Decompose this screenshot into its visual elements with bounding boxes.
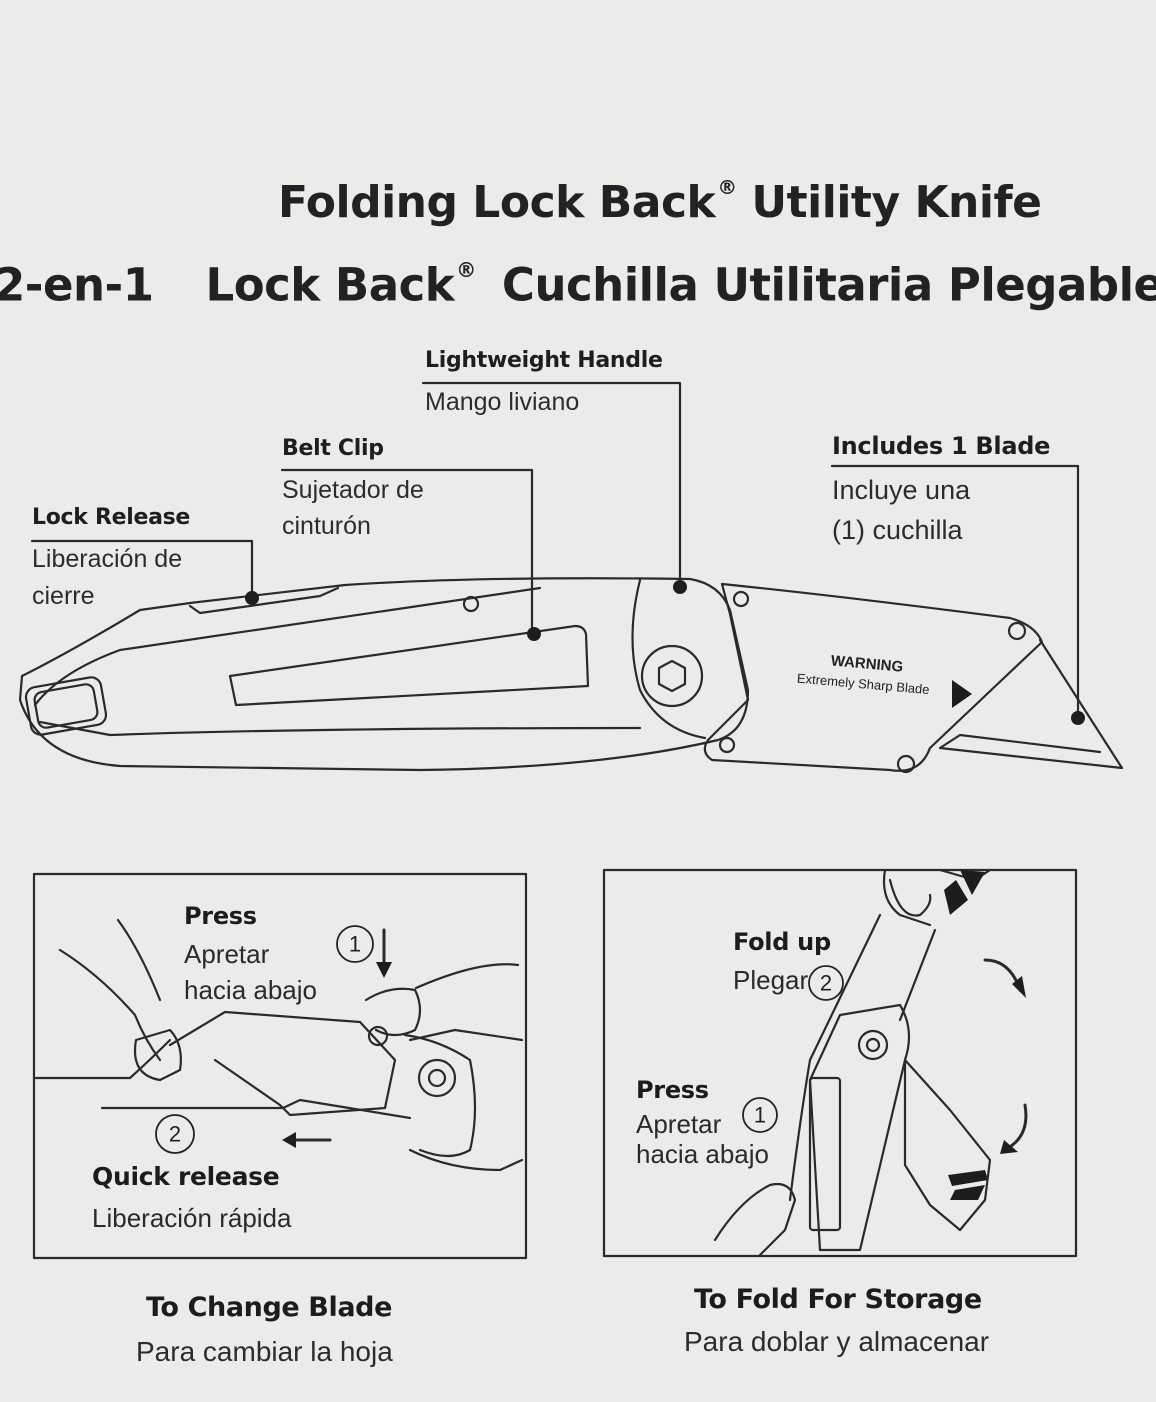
includes-blade-label: Includes 1 Blade [832,432,1050,460]
fold-up-label: Fold up [733,928,831,956]
lightweight-handle-label-es: Mango liviano [425,384,579,420]
quick-release-label: Quick release [92,1162,279,1191]
fold-press-label-es-line2: hacia abajo [636,1136,769,1172]
change-blade-caption: To Change Blade [146,1292,392,1323]
fold-press-label: Press [636,1076,709,1104]
change-blade-caption-es: Para cambiar la hoja [136,1336,393,1368]
belt-clip-label-es-line1: Sujetador de [282,472,424,508]
change-step-1-number: 1 [349,932,361,957]
lightweight-handle-label: Lightweight Handle [425,348,663,373]
includes-blade-label-es-line1: Incluye una [832,472,970,508]
fold-up-label-es: Plegar [733,962,808,998]
fold-storage-caption-es: Para doblar y almacenar [684,1326,989,1358]
fold-step-2-number: 2 [820,971,832,996]
fold-step-1-number: 1 [754,1103,766,1128]
change-press-label-es-line2: hacia abajo [184,972,317,1008]
lock-release-label-es-line1: Liberación de [32,541,182,577]
warning-text: Extremely Sharp Blade [796,671,930,698]
lock-release-label: Lock Release [32,505,190,530]
change-blade-illustration [36,920,522,1170]
warning-title: WARNING [830,652,904,675]
change-press-label-es-line1: Apretar [184,936,269,972]
quick-release-label-es: Liberación rápida [92,1200,291,1236]
knife-illustration [20,578,1122,772]
belt-clip-label-es-line2: cinturón [282,508,371,544]
includes-blade-label-es-line2: (1) cuchilla [832,512,963,548]
warning-arrow-icon [952,680,972,708]
fold-storage-caption: To Fold For Storage [694,1284,982,1315]
belt-clip-label: Belt Clip [282,436,384,461]
change-press-label: Press [184,902,257,930]
lock-release-label-es-line2: cierre [32,578,95,614]
change-step-2-number: 2 [169,1122,181,1147]
